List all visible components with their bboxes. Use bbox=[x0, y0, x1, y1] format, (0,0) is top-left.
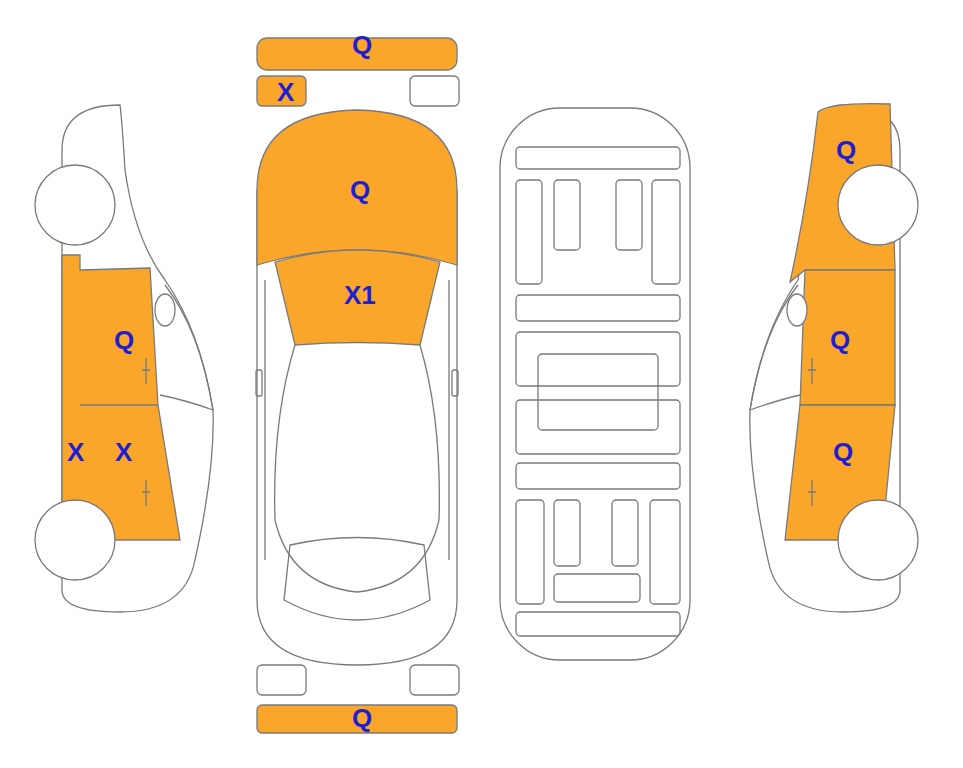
damage-code: Q bbox=[350, 177, 370, 203]
light-panel bbox=[257, 665, 306, 695]
wheel bbox=[838, 165, 918, 245]
mirror bbox=[787, 294, 807, 326]
damage-code: Q bbox=[114, 327, 134, 353]
wheel bbox=[35, 500, 115, 580]
roof-outline bbox=[275, 345, 440, 592]
door-handle bbox=[142, 358, 150, 506]
damage-code: X bbox=[67, 439, 84, 465]
door-seam bbox=[80, 404, 158, 405]
light-panel bbox=[257, 76, 306, 106]
damage-code: X bbox=[115, 439, 132, 465]
damage-code: X1 bbox=[344, 282, 376, 308]
light-panel bbox=[410, 665, 459, 695]
wheel bbox=[35, 165, 115, 245]
door-panel bbox=[62, 255, 180, 540]
windshield-panel bbox=[275, 250, 440, 345]
mirror bbox=[256, 370, 262, 396]
side-line bbox=[265, 280, 449, 560]
rear-window bbox=[284, 538, 430, 621]
door-handle bbox=[808, 358, 816, 506]
hood-panel bbox=[257, 110, 457, 265]
damage-code: X bbox=[277, 79, 294, 105]
underside-parts bbox=[516, 147, 680, 636]
damage-code: Q bbox=[352, 705, 372, 731]
mirror bbox=[452, 370, 458, 396]
bumper-panel bbox=[257, 705, 457, 733]
damage-code: Q bbox=[836, 137, 856, 163]
light-panel bbox=[410, 76, 459, 106]
body-outline bbox=[257, 190, 457, 665]
door-panel bbox=[800, 270, 895, 405]
damage-code: Q bbox=[833, 439, 853, 465]
mirror bbox=[155, 294, 175, 326]
wheel bbox=[838, 500, 918, 580]
underside-outline bbox=[500, 108, 690, 660]
damage-code: Q bbox=[352, 32, 372, 58]
damage-code: Q bbox=[830, 327, 850, 353]
